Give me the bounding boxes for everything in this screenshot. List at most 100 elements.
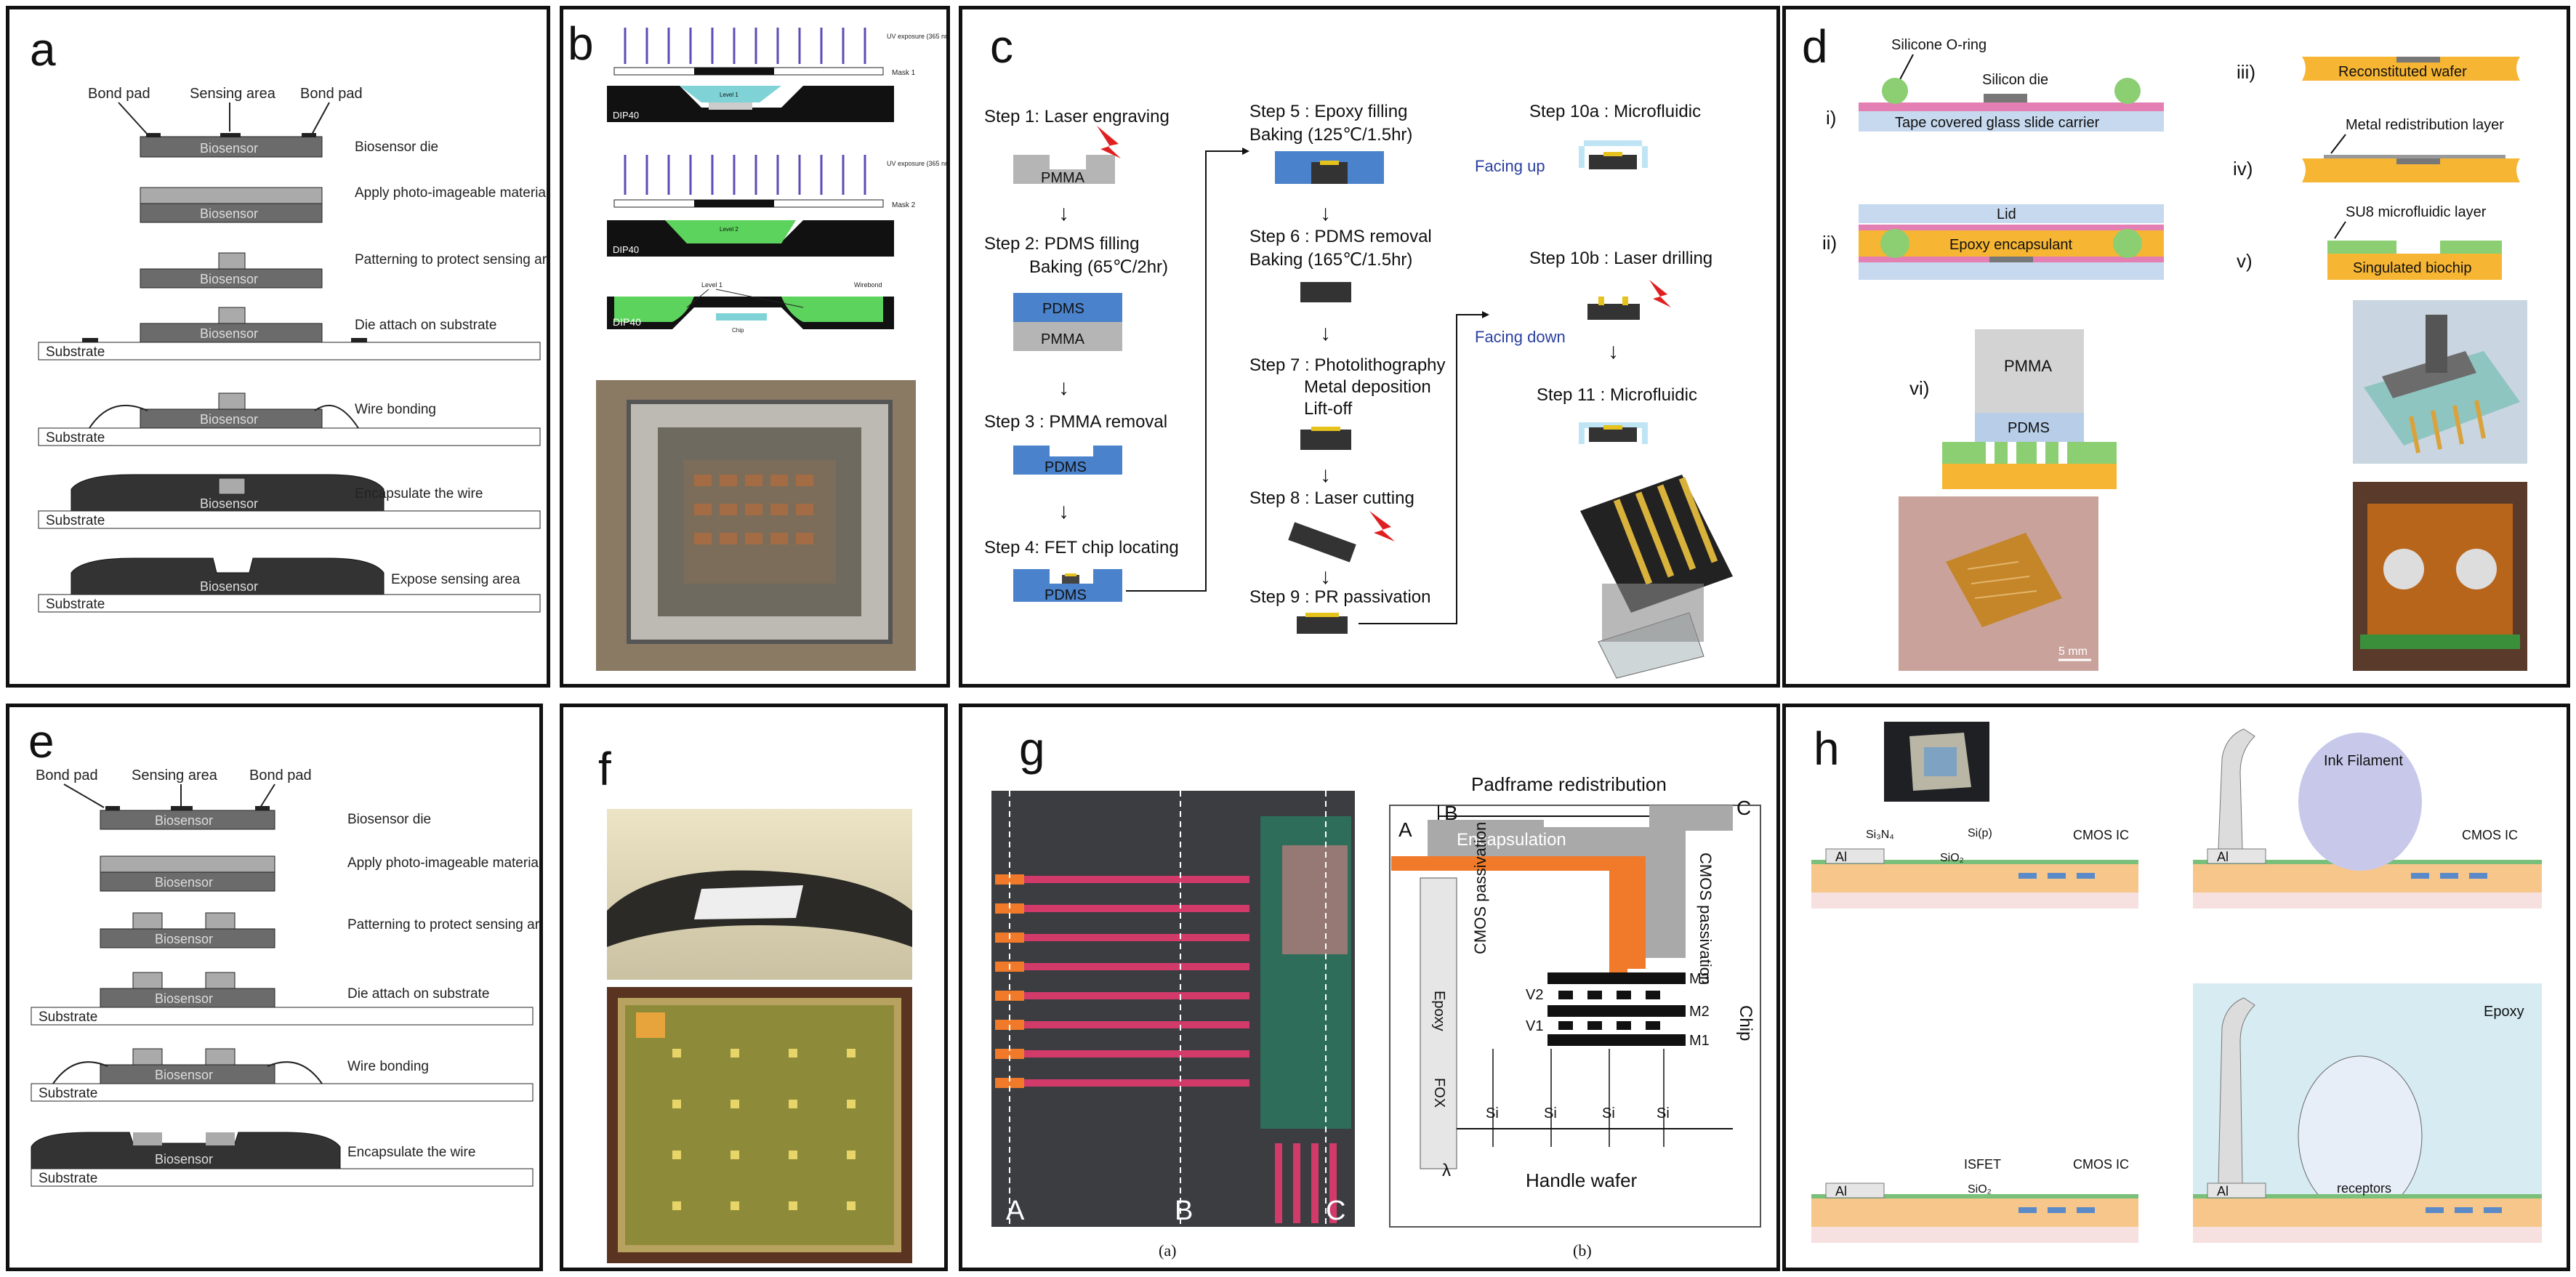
packaged-chip-photos xyxy=(607,809,912,1263)
step-7-metal: Metal deposition xyxy=(1304,377,1431,397)
panel-c: c Step 1: Laser engraving Step 2: PDMS f… xyxy=(959,6,1780,688)
chip-label: Chip xyxy=(732,327,744,334)
pdms-label: PDMS xyxy=(1042,301,1084,317)
step-label: Die attach on substrate xyxy=(355,318,496,333)
packaging-process-diagram-e: Bond pad Sensing area Bond pad Biosensor… xyxy=(31,768,540,1187)
biochip-label: Singulated biochip xyxy=(2353,260,2471,276)
al-label: Al xyxy=(2217,850,2229,864)
scale-label: 5 mm xyxy=(2058,645,2088,658)
packaging-process-diagram-a: Bond pad Sensing area Bond pad Biosensor… xyxy=(38,86,547,613)
step-label: Wire bonding xyxy=(347,1059,429,1074)
panel-letter: a xyxy=(30,23,56,76)
si-label: Si xyxy=(1544,1105,1557,1121)
layer-v2: V2 xyxy=(1526,987,1543,1003)
chip-label: Biosensor xyxy=(200,206,258,221)
substrate-label: Substrate xyxy=(46,345,105,360)
pmma-label: PMMA xyxy=(1041,170,1085,186)
substrate-label: Substrate xyxy=(39,1086,97,1101)
al-label: Al xyxy=(1835,1184,1847,1199)
cmos-label: CMOS IC xyxy=(2073,828,2129,842)
chip-label: Biosensor xyxy=(155,991,213,1006)
redistribution-label: Padframe redistribution xyxy=(1471,773,1667,795)
fox-label: FOX xyxy=(1431,1078,1447,1108)
fet-packaging-flow: Step 1: Laser engraving Step 2: PDMS fil… xyxy=(984,102,1733,679)
reconstituted-wafer-process: Silicone O-ring Silicon die Tape covered… xyxy=(1822,37,2527,671)
lid-label: Lid xyxy=(1997,206,2016,222)
panel-letter: d xyxy=(1802,20,1828,73)
marker-c: C xyxy=(1326,1196,1345,1226)
pmma-label: PMMA xyxy=(2004,357,2052,375)
step-label: Apply photo-imageable material on die xyxy=(347,855,540,871)
step-label: Die attach on substrate xyxy=(347,986,489,1002)
step-4: Step 4: FET chip locating xyxy=(984,538,1179,557)
sensing-area-label: Sensing area xyxy=(190,86,276,102)
step-8: Step 8 : Laser cutting xyxy=(1249,488,1414,508)
step-10a: Step 10a : Microfluidic xyxy=(1529,102,1701,121)
metal-label: Metal redistribution layer xyxy=(2346,117,2504,133)
bond-pad-right-label: Bond pad xyxy=(249,768,312,783)
caption-a: (a) xyxy=(1159,1241,1176,1260)
step-6: Step 6 : PDMS removal xyxy=(1249,227,1432,246)
bond-pad-left-label: Bond pad xyxy=(36,768,98,783)
caption-b: (b) xyxy=(1573,1241,1592,1260)
die-label: Silicon die xyxy=(1982,72,2048,88)
pmma-label: PMMA xyxy=(1041,331,1085,347)
step-label: Biosensor die xyxy=(355,140,438,155)
layer-m3: M3 xyxy=(1689,971,1710,987)
package-label: DIP40 xyxy=(613,244,639,255)
epoxy-label: Epoxy xyxy=(2484,1004,2524,1020)
layer-v1: V1 xyxy=(1526,1018,1543,1034)
step-label: Biosensor die xyxy=(347,812,431,827)
bond-pad-left-label: Bond pad xyxy=(88,86,150,102)
chip-label: Biosensor xyxy=(200,579,258,594)
marker-b: B xyxy=(1444,802,1458,824)
panel-f: f xyxy=(560,704,948,1271)
step-label: Patterning to protect sensing area xyxy=(355,252,547,267)
pdms-label: PDMS xyxy=(1045,459,1087,475)
marker-a: A xyxy=(1398,818,1412,841)
si-label: Si xyxy=(1657,1105,1670,1121)
step-6-bake: Baking (165℃/1.5hr) xyxy=(1249,250,1412,270)
pdms-label: PDMS xyxy=(2008,420,2050,436)
level-label: Level 1 xyxy=(701,281,723,289)
mask-label: Mask 1 xyxy=(892,69,916,77)
si-label: Si xyxy=(1602,1105,1615,1121)
panel-letter: e xyxy=(28,715,55,768)
svg-text:↓: ↓ xyxy=(1608,339,1619,363)
panel-letter: c xyxy=(990,20,1013,73)
marker-c: C xyxy=(1736,797,1751,819)
chip-label: Biosensor xyxy=(200,412,258,427)
step-1: Step 1: Laser engraving xyxy=(984,107,1170,126)
layer-m2: M2 xyxy=(1689,1004,1710,1020)
svg-text:↓: ↓ xyxy=(1320,463,1331,487)
step-label: Expose sensing area xyxy=(391,572,520,587)
pdms-label: PDMS xyxy=(1045,587,1087,603)
roman-ii: ii) xyxy=(1822,232,1837,254)
si3n4-label: Si₃N₄ xyxy=(1866,829,1894,841)
su8-label: SU8 microfluidic layer xyxy=(2346,204,2487,220)
panel-e: e Bond pad Sensing area Bond pad Biosens… xyxy=(6,704,543,1271)
step-7: Step 7 : Photolithography xyxy=(1249,355,1446,375)
receptors-label: receptors xyxy=(2337,1181,2391,1196)
substrate-label: Substrate xyxy=(39,1171,97,1186)
chip-label: Biosensor xyxy=(155,1068,213,1082)
si-label: Si xyxy=(1486,1105,1499,1121)
step-label: Apply photo-imageable material on die xyxy=(355,185,547,201)
substrate-label: Substrate xyxy=(46,430,105,446)
cmos-label: CMOS IC xyxy=(2462,828,2518,842)
encapsulation-label: Encapsulation xyxy=(1457,830,1566,850)
oring-label: Silicone O-ring xyxy=(1891,37,1987,53)
roman-iv: iv) xyxy=(2233,158,2253,180)
step-9: Step 9 : PR passivation xyxy=(1249,587,1430,607)
package-label: DIP40 xyxy=(613,316,641,328)
sip-label: Si(p) xyxy=(1968,827,1992,839)
substrate-label: Substrate xyxy=(39,1010,97,1025)
handle-wafer-label: Handle wafer xyxy=(1526,1169,1638,1191)
svg-text:↓: ↓ xyxy=(1058,201,1069,225)
step-2-bake: Baking (65℃/2hr) xyxy=(1029,257,1168,277)
wirebond-label: Wirebond xyxy=(854,281,882,289)
panel-letter: f xyxy=(598,743,611,795)
cmos-passivation-left: CMOS passivation xyxy=(1471,822,1489,954)
step-2: Step 2: PDMS filling xyxy=(984,234,1139,254)
panel-letter: h xyxy=(1814,722,1840,775)
